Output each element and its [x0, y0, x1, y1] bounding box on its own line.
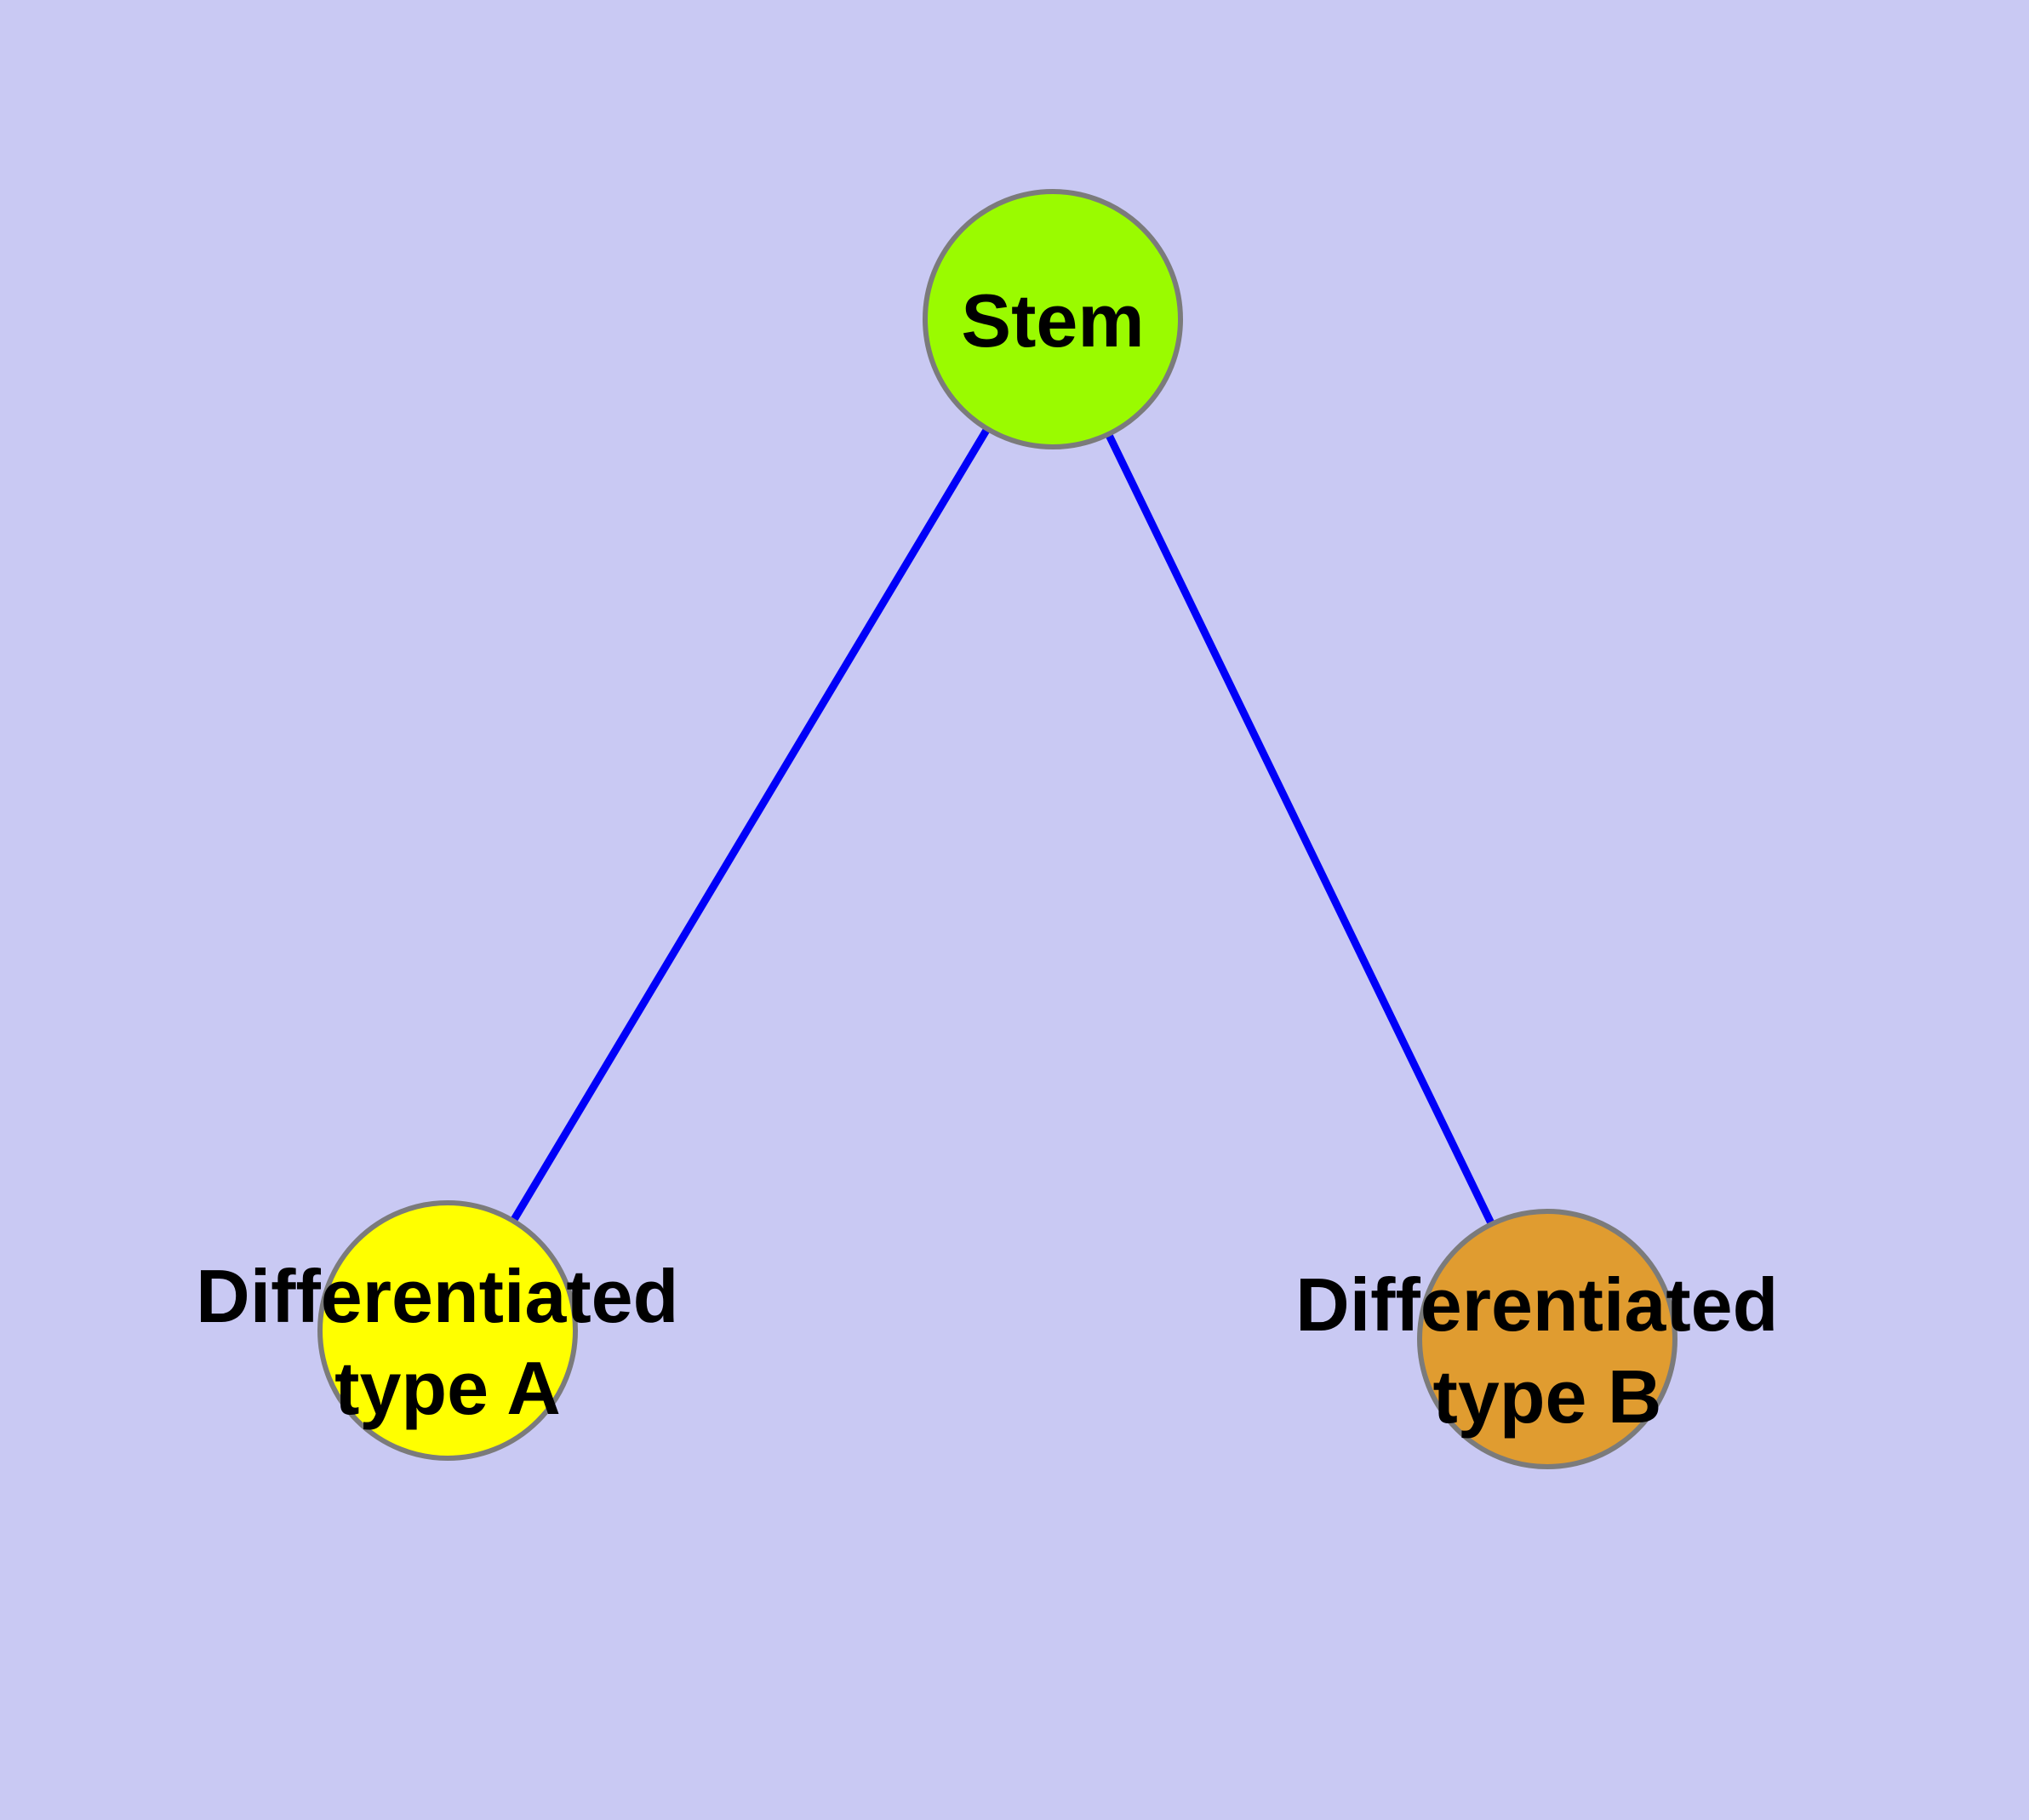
node-type-b-circle [1417, 1209, 1677, 1469]
edge-stem-to-type-a [443, 315, 1057, 1335]
node-stem-circle [923, 189, 1183, 449]
node-stem-label: Stem [961, 278, 1144, 363]
node-type-a-label: Differentiated type A [196, 1254, 700, 1430]
edge-stem-to-type-b [1049, 315, 1552, 1343]
node-type-b-label-line1: Differentiated [1295, 1262, 1778, 1347]
node-type-a-circle [317, 1200, 578, 1461]
node-type-a-label-line2: type A [334, 1346, 561, 1430]
node-type-b-label-line2: type B [1433, 1354, 1662, 1439]
node-type-a-label-line1: Differentiated [196, 1254, 678, 1338]
node-type-b-label: Differentiated type B [1295, 1262, 1799, 1439]
